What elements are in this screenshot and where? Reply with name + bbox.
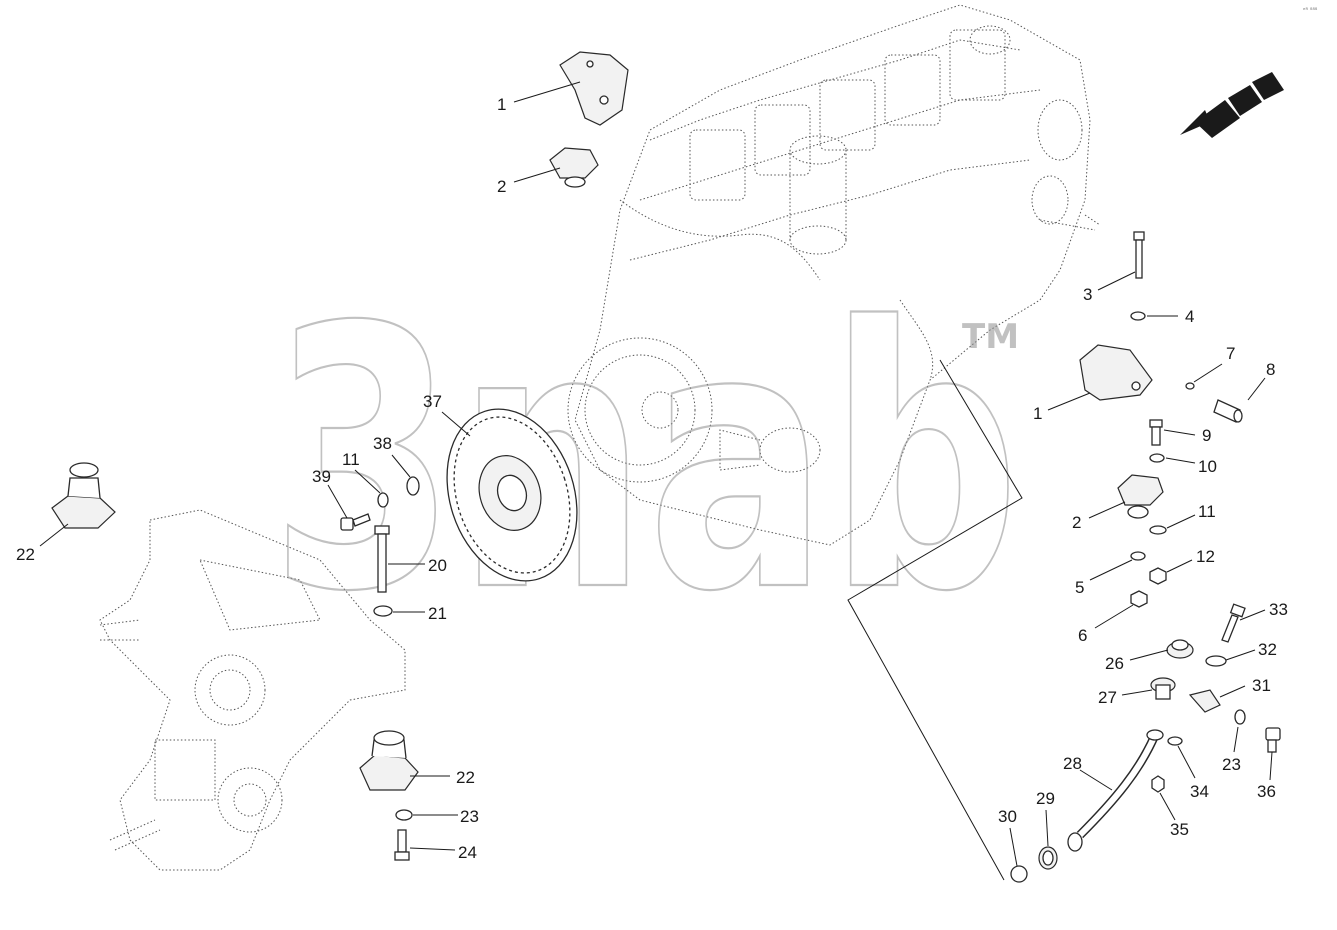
hose-end-top — [1146, 729, 1164, 741]
callout-2a: 2 — [497, 177, 506, 196]
engine-mount-top — [549, 147, 599, 188]
clutch-disc-37 — [446, 408, 578, 582]
callout-10: 10 — [1198, 457, 1217, 476]
callout-1b: 1 — [1033, 404, 1042, 423]
watermark: 3nab TM — [269, 250, 1021, 671]
callout-22a: 22 — [16, 545, 35, 564]
callout-5: 5 — [1075, 578, 1084, 597]
cap-26 — [1166, 639, 1194, 659]
callout-11a: 11 — [342, 450, 360, 469]
engine-bracket-top — [559, 51, 629, 126]
washer-38 — [406, 476, 420, 496]
svg-text:3nab: 3nab — [270, 251, 1020, 670]
callout-33: 33 — [1269, 600, 1288, 619]
callout-labels: 1 2 3 4 1 7 8 9 10 2 11 5 12 6 33 26 32 … — [16, 95, 1288, 862]
washer-10 — [1149, 453, 1165, 463]
washer-34 — [1167, 736, 1183, 746]
callout-7: 7 — [1226, 344, 1235, 363]
nut-12 — [1149, 567, 1167, 585]
washer-4 — [1130, 311, 1146, 321]
callout-31: 31 — [1252, 676, 1271, 695]
fitting-29 — [1038, 846, 1058, 870]
washer-5 — [1130, 551, 1146, 561]
washer-21 — [373, 605, 393, 617]
fitting-27 — [1150, 677, 1176, 700]
callout-28: 28 — [1063, 754, 1082, 773]
callout-22b: 22 — [456, 768, 475, 787]
callout-26: 26 — [1105, 654, 1124, 673]
washer-32 — [1205, 655, 1227, 667]
bolt-39 — [340, 513, 371, 531]
engine-block — [567, 4, 1101, 546]
nut-7 — [1185, 382, 1195, 390]
bolt-33 — [1221, 603, 1246, 643]
washer-23b — [1234, 709, 1246, 725]
bolt-3 — [1133, 231, 1145, 279]
callout-12: 12 — [1196, 547, 1215, 566]
bolt-36 — [1265, 727, 1281, 753]
callout-32: 32 — [1258, 640, 1277, 659]
callout-38: 38 — [373, 434, 392, 453]
callout-23b: 23 — [1222, 755, 1241, 774]
washer-23a — [395, 809, 413, 821]
transmission-housing — [99, 509, 406, 871]
callout-37: 37 — [423, 392, 442, 411]
callout-11b: 11 — [1198, 502, 1216, 521]
callout-3: 3 — [1083, 285, 1092, 304]
callout-6: 6 — [1078, 626, 1087, 645]
svg-text:TM: TM — [962, 317, 1019, 357]
callout-2b: 2 — [1072, 513, 1081, 532]
callout-36: 36 — [1257, 782, 1276, 801]
callout-1a: 1 — [497, 95, 506, 114]
bolt-24 — [394, 829, 410, 861]
callout-24: 24 — [458, 843, 477, 862]
front-direction-arrow — [1180, 72, 1284, 138]
callout-21: 21 — [428, 604, 447, 623]
callout-39: 39 — [312, 467, 331, 486]
mount-22a — [51, 462, 116, 529]
mount-22b — [359, 730, 419, 791]
pin-20 — [374, 525, 390, 593]
callout-4: 4 — [1185, 307, 1194, 326]
bolt-9 — [1149, 419, 1163, 446]
washer-11a — [377, 492, 389, 508]
callout-9: 9 — [1202, 426, 1211, 445]
callout-34: 34 — [1190, 782, 1209, 801]
callout-35: 35 — [1170, 820, 1189, 839]
nut-35 — [1151, 775, 1165, 793]
callout-20: 20 — [428, 556, 447, 575]
nut-6 — [1130, 590, 1148, 608]
clip-31 — [1188, 689, 1221, 713]
corner-code: ᵉᴿ ⁸⁸⁸ — [1303, 7, 1318, 14]
callout-30: 30 — [998, 807, 1017, 826]
callout-8: 8 — [1266, 360, 1275, 379]
callout-23a: 23 — [460, 807, 479, 826]
washer-11b — [1149, 525, 1167, 535]
leader-lines — [39, 81, 1273, 881]
spacer-8 — [1213, 399, 1243, 423]
engine-bracket-right — [1079, 344, 1153, 401]
callout-27: 27 — [1098, 688, 1117, 707]
engine-mount-right — [1117, 474, 1164, 519]
callout-29: 29 — [1036, 789, 1055, 808]
o-ring-30 — [1010, 865, 1028, 883]
